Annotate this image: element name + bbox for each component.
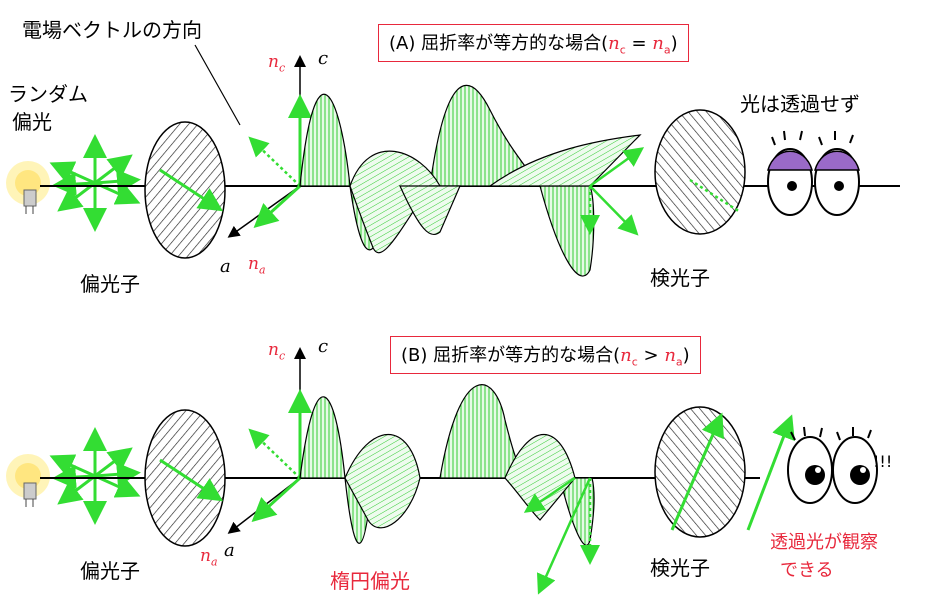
c-axis-label-a: c xyxy=(318,48,329,69)
light-source-icon-b xyxy=(6,454,50,507)
eyes-surprised-icon xyxy=(787,426,878,504)
light-source-icon xyxy=(6,161,50,214)
a-component-arrow xyxy=(253,184,302,229)
efield-direction-label: 電場ベクトルの方向 xyxy=(22,18,202,42)
a-wave-lobe-2 xyxy=(488,134,642,187)
nc-label-a: nc xyxy=(268,52,286,75)
transmitted-label-1: 透過光が観察 xyxy=(770,532,878,553)
analyzer-dotted-arrow xyxy=(689,178,741,214)
elliptical-label: 楕円偏光 xyxy=(330,569,410,593)
nc-label-b: nc xyxy=(268,340,286,363)
case-a-title: (A) 屈折率が等方的な場合(nc = na) xyxy=(378,24,689,62)
polarizer-transmitted-arrow xyxy=(159,168,224,212)
c-axis-label-b: c xyxy=(318,336,329,357)
polarizer-label-b: 偏光子 xyxy=(80,559,140,583)
exit-resultant-arrow xyxy=(589,185,639,236)
label-pointer-line xyxy=(194,44,241,126)
panel-b xyxy=(6,347,878,595)
a-wave-lobe-1 xyxy=(349,150,442,254)
analyzer-transmitted-arrow xyxy=(670,412,724,531)
analyzer-ellipse-b xyxy=(654,406,746,538)
c-wave-lobe-2 xyxy=(429,84,542,187)
a-wave-lobe-3 xyxy=(399,185,461,236)
random-polarization-arrows-b xyxy=(49,427,141,525)
resultant-dotted-arrow xyxy=(248,136,301,187)
random-polarized-label-1: ランダム xyxy=(8,82,88,106)
a-axis-label-a: a xyxy=(220,256,231,277)
a-component-arrow-b xyxy=(251,476,302,523)
a-wave-lobe-b2 xyxy=(504,434,576,521)
polarizer-ellipse xyxy=(144,121,226,259)
transmitted-label-2: できる xyxy=(780,560,834,581)
no-light-label: 光は透過せず xyxy=(740,92,860,116)
c-wave-lobe-3 xyxy=(539,185,595,277)
random-polarization-arrows xyxy=(49,134,141,232)
analyzer-label-a: 検光子 xyxy=(650,266,710,290)
polarizer-label-a: 偏光子 xyxy=(80,272,140,296)
a-axis-label-b: a xyxy=(224,540,235,561)
exclamation-label: !!! xyxy=(873,452,893,471)
random-polarized-label-2: 偏光 xyxy=(12,110,52,134)
eyes-no-light-icon xyxy=(767,130,860,216)
resultant-dotted-arrow-b xyxy=(248,428,301,479)
a-wave-lobe-b1 xyxy=(344,434,421,529)
case-b-title: (B) 屈折率が等方的な場合(nc > na) xyxy=(390,336,701,374)
exit-a-arrow-b xyxy=(523,476,576,513)
exit-a-arrow xyxy=(589,147,645,188)
na-label-b: na xyxy=(200,546,218,569)
analyzer-ellipse xyxy=(654,109,746,235)
polarizer-transmitted-arrow-b xyxy=(159,458,224,502)
na-label-a: na xyxy=(248,254,266,277)
transmitted-light-arrow xyxy=(746,414,795,531)
exit-resultant-arrow-b xyxy=(536,477,592,595)
analyzer-label-b: 検光子 xyxy=(650,556,710,580)
panel-a xyxy=(6,44,900,277)
